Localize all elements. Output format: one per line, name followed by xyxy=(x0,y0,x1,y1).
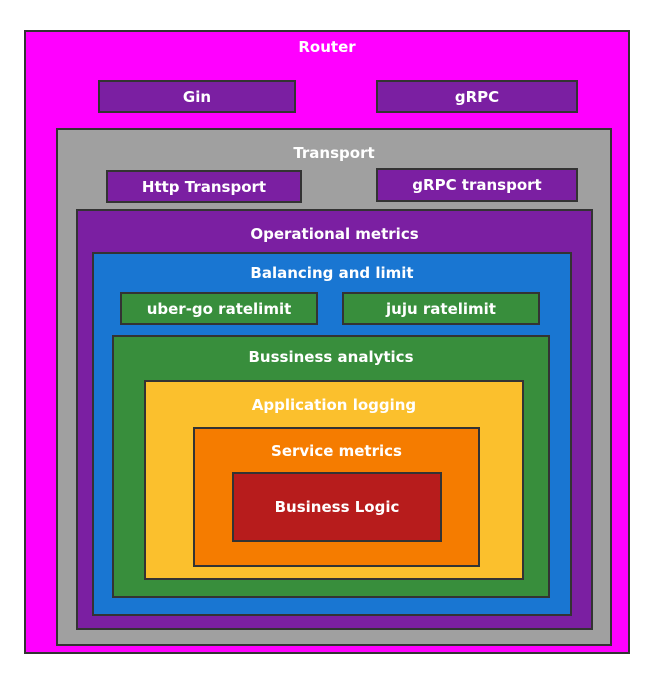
grpc-label: gRPC xyxy=(454,87,500,106)
bussiness-analytics-title: Bussiness analytics xyxy=(248,348,414,366)
business-logic-label: Business Logic xyxy=(274,498,400,516)
grpc-transport-box: gRPC transport xyxy=(376,168,578,202)
grpc-transport-label: gRPC transport xyxy=(412,176,542,194)
uber-ratelimit-box: uber-go ratelimit xyxy=(120,292,318,325)
balancing-limit-title: Balancing and limit xyxy=(250,264,414,282)
juju-ratelimit-label: juju ratelimit xyxy=(386,299,496,318)
http-transport-box: Http Transport xyxy=(106,170,302,203)
grpc-box: gRPC xyxy=(376,80,578,113)
gin-label: Gin xyxy=(182,87,212,106)
router-title: Router xyxy=(298,38,356,56)
transport-title: Transport xyxy=(293,144,375,162)
application-logging-title: Application logging xyxy=(251,396,417,414)
http-transport-label: Http Transport xyxy=(141,177,267,196)
gin-box: Gin xyxy=(98,80,296,113)
uber-ratelimit-label: uber-go ratelimit xyxy=(146,299,292,318)
service-metrics-title: Service metrics xyxy=(271,442,402,460)
juju-ratelimit-box: juju ratelimit xyxy=(342,292,540,325)
operational-metrics-title: Operational metrics xyxy=(250,225,419,243)
business-logic-box: Business Logic xyxy=(232,472,442,542)
